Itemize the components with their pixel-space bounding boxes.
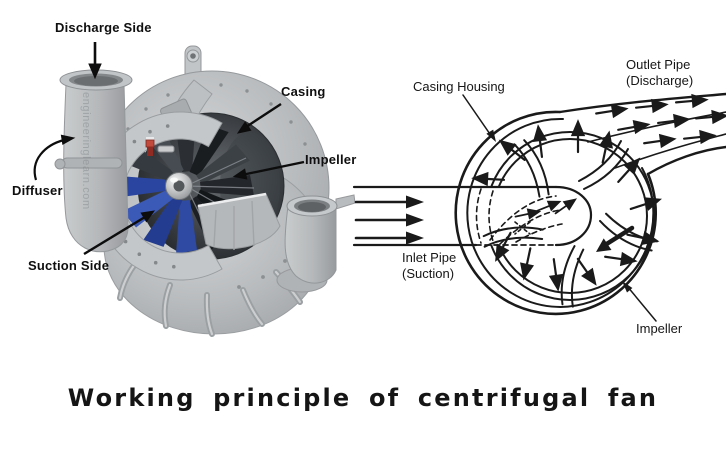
label-suction-side: Suction Side — [28, 258, 110, 273]
label-impeller-left: Impeller — [305, 152, 357, 167]
suction-eye-cap — [554, 185, 593, 247]
impeller-pointer-arrow — [622, 281, 633, 293]
diffuser-arrow — [60, 134, 76, 145]
label-diffuser: Diffuser — [12, 183, 63, 198]
label-outlet-pipe-line2: (Discharge) — [626, 73, 694, 88]
right-label-pointers — [462, 94, 657, 322]
inlet-flow-arrows — [354, 195, 424, 245]
label-inlet-pipe-line2: (Suction) — [402, 266, 455, 281]
suction-arrow — [140, 210, 156, 223]
front-cut-block — [197, 192, 281, 250]
label-outlet-pipe: Outlet Pipe (Discharge) — [626, 57, 693, 89]
watermark-text: engineeringlearn.com — [80, 92, 92, 210]
fan-3d-render — [33, 42, 356, 337]
label-discharge-side: Discharge Side — [55, 20, 152, 35]
outlet-pipe-bottom — [646, 145, 726, 176]
red-valve-accent — [145, 137, 175, 156]
discharge-pipe-shape — [54, 69, 133, 253]
fan-schematic — [352, 92, 726, 322]
figure-title: Working principle of centrifugal fan — [67, 384, 659, 412]
casing-outline — [454, 110, 658, 316]
label-inlet-pipe-line1: Inlet Pipe — [402, 250, 457, 265]
outlet-pipe-top — [558, 92, 726, 114]
left-label-arrows — [33, 42, 305, 256]
label-outlet-pipe-line1: Outlet Pipe — [626, 57, 691, 72]
casing-housing-pointer-arrow — [486, 129, 496, 142]
label-casing: Casing — [281, 84, 326, 99]
casing-arrow — [236, 121, 252, 134]
bold-swirl-arrow — [602, 225, 635, 248]
impeller-arrow — [232, 168, 248, 180]
label-inlet-pipe: Inlet Pipe (Suction) — [402, 250, 456, 282]
front-flange-ring — [95, 111, 223, 281]
flow-arrows — [472, 93, 726, 291]
label-casing-housing: Casing Housing — [413, 79, 505, 94]
side-outlet-stub — [276, 194, 356, 293]
hub-shape — [165, 172, 193, 200]
discharge-arrow — [88, 63, 102, 80]
label-impeller-right: Impeller — [636, 321, 683, 336]
